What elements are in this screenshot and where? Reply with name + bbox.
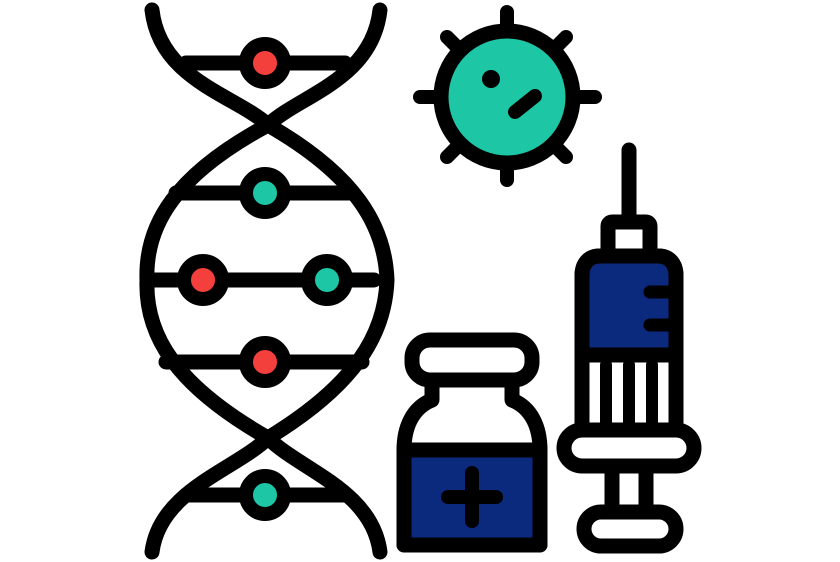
- dna-node-teal: [301, 254, 353, 306]
- dna-strand-right: [260, 2, 395, 560]
- dna-node-teal: [239, 167, 291, 219]
- dna-node-red: [177, 254, 229, 306]
- virus-dash: [508, 89, 542, 119]
- syringe-icon: [556, 142, 702, 554]
- plus-icon: [441, 466, 503, 528]
- virus-body: [433, 23, 581, 171]
- vial-cap: [404, 332, 540, 388]
- dna-nodes: [177, 37, 353, 521]
- syringe-markings: [643, 285, 683, 332]
- dna-strand-left: [139, 2, 276, 560]
- syringe-liquid: [574, 248, 684, 363]
- dna-node-red: [239, 336, 291, 388]
- virus-dot: [482, 70, 500, 88]
- dna-node-red: [239, 37, 291, 89]
- virus-icon: [413, 5, 602, 187]
- syringe-thumb-rest: [576, 504, 684, 554]
- dna-node-teal: [239, 469, 291, 521]
- syringe-plunger-rods: [600, 359, 658, 434]
- vaccine-vial-icon: [396, 332, 548, 553]
